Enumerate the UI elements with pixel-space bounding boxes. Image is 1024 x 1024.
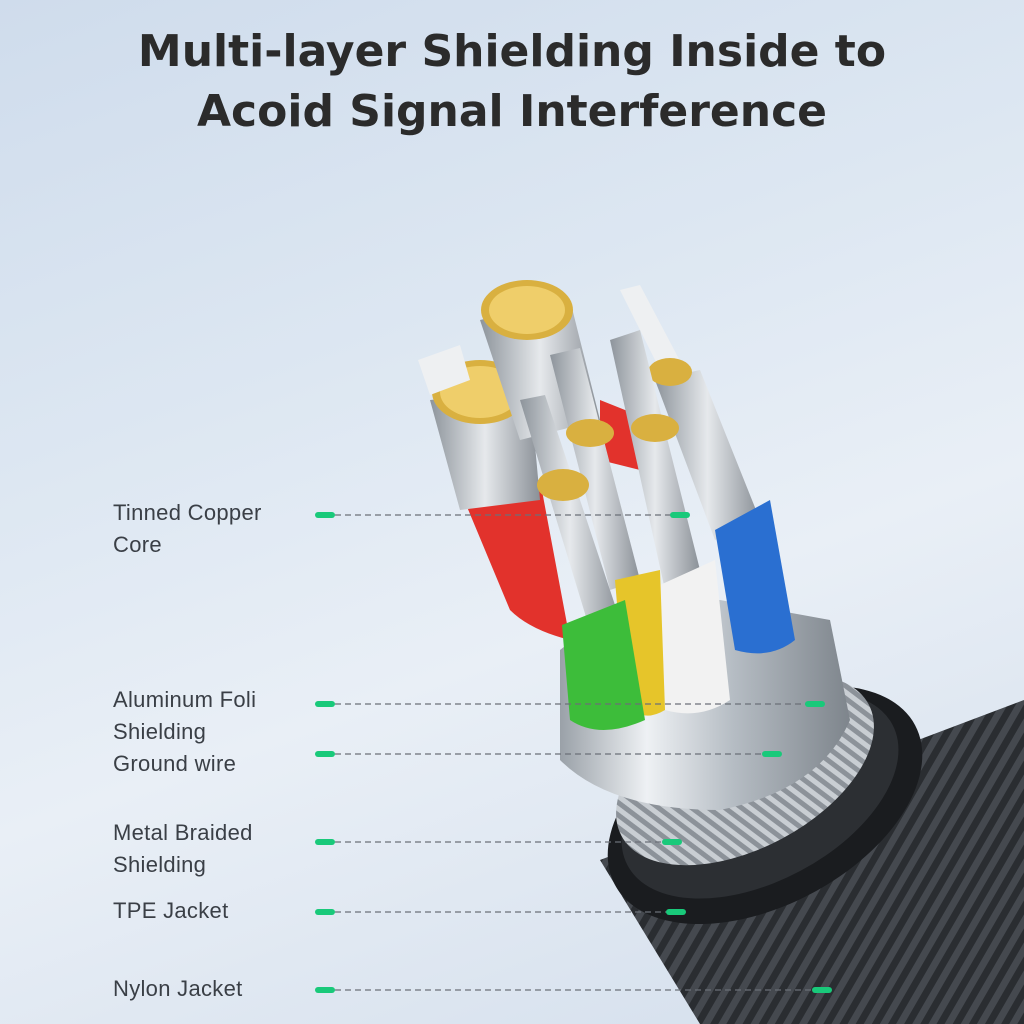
leader-markers: [315, 512, 832, 993]
green-wire: [520, 395, 645, 730]
label-ground-wire: Ground wire: [113, 751, 237, 776]
label-metal-braided-shielding: Metal Braided Shielding: [113, 820, 253, 877]
blue-wire: [648, 358, 795, 654]
title-line-1: Multi-layer Shielding Inside to: [137, 26, 887, 77]
white-wire: [610, 330, 730, 714]
label-tpe-jacket: TPE Jacket: [113, 898, 229, 923]
title-line-2: Acoid Signal Interference: [197, 86, 827, 137]
label-tinned-copper-core: Tinned Copper Core: [113, 500, 262, 557]
label-nylon-jacket: Nylon Jacket: [113, 976, 243, 1001]
label-aluminum-foil-shielding: Aluminum Foli Shielding: [113, 687, 257, 744]
leader-lines: [325, 514, 822, 991]
page-title: Multi-layer Shielding Inside to Acoid Si…: [0, 22, 1024, 142]
